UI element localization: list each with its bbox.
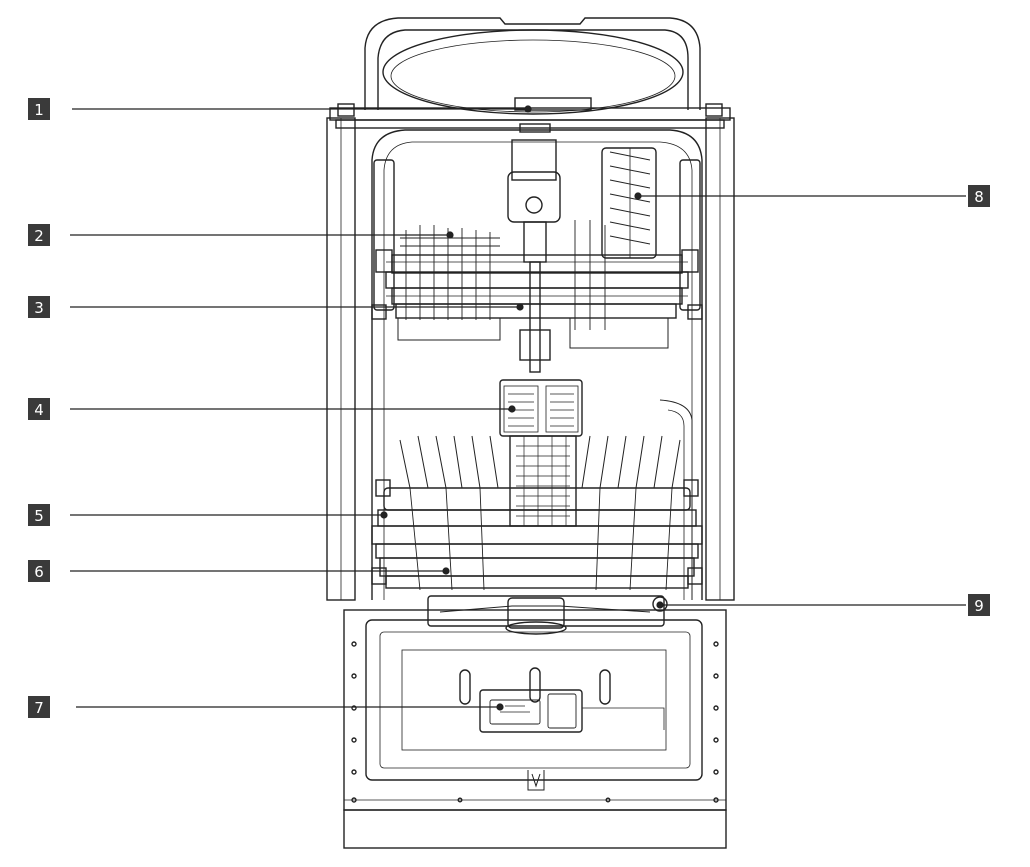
callout-7: 7 (28, 696, 50, 718)
callout-8: 8 (968, 185, 990, 207)
side-walls (326, 103, 735, 601)
callout-4: 4 (28, 398, 50, 420)
rack-rails (371, 159, 703, 320)
callout-3: 3 (28, 296, 50, 318)
top-cover (364, 17, 701, 115)
lower-basket (371, 435, 703, 591)
svg-text:1: 1 (34, 101, 44, 119)
callout-2: 2 (28, 224, 50, 246)
svg-text:3: 3 (34, 299, 44, 317)
callout-6: 6 (28, 560, 50, 582)
tub (371, 129, 703, 600)
spray-tube (507, 139, 561, 373)
side-pipe (659, 399, 693, 600)
door (343, 609, 727, 849)
callout-9: 9 (968, 594, 990, 616)
svg-text:6: 6 (34, 563, 44, 581)
spray-arm (427, 595, 668, 635)
callout-5: 5 (28, 504, 50, 526)
svg-text:2: 2 (34, 227, 44, 245)
appliance-drawing (326, 17, 735, 849)
svg-text:8: 8 (974, 188, 984, 206)
svg-text:7: 7 (34, 699, 44, 717)
top-rail (329, 97, 731, 133)
svg-text:5: 5 (34, 507, 44, 525)
upper-basket (385, 147, 689, 349)
svg-text:9: 9 (974, 597, 984, 615)
cutlery-basket (499, 379, 583, 527)
callouts: 1 2 3 4 5 6 7 8 (28, 98, 990, 718)
callout-1: 1 (28, 98, 50, 120)
leader-lines (70, 105, 966, 711)
svg-text:4: 4 (34, 401, 44, 419)
